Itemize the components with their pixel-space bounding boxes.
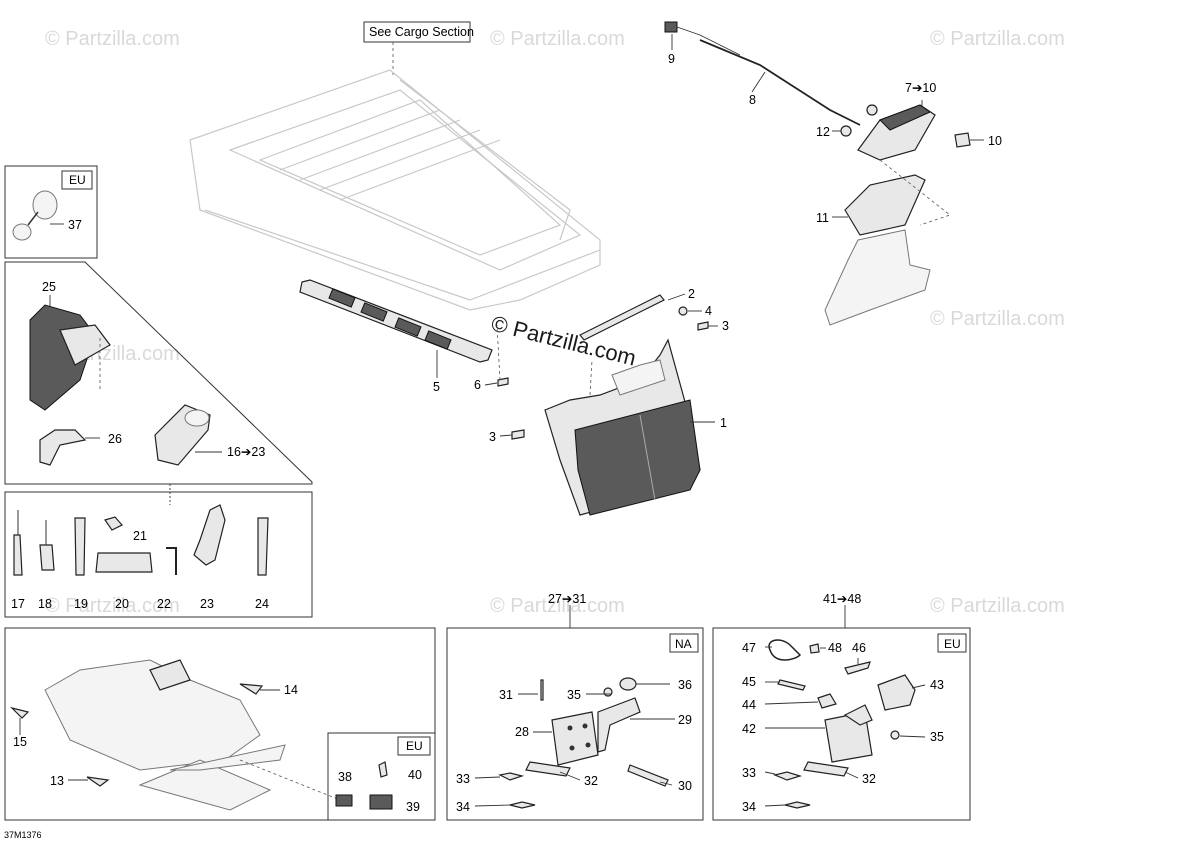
part-label-25: 25 [42, 280, 56, 294]
part-label-6: 6 [474, 378, 481, 392]
part-label-33: 33 [456, 772, 470, 786]
part-label-22: 22 [157, 597, 171, 611]
region-tag-na: NA [675, 637, 692, 651]
part-label-27-31: 27➔31 [548, 592, 586, 606]
part-label-10: 10 [988, 134, 1002, 148]
part-3-screw-left [499, 429, 525, 440]
part-labels: 1 2 3 3 4 5 6 7➔10 8 9 10 11 12 13 14 15… [11, 52, 1002, 814]
region-tag-eu: EU [944, 637, 961, 651]
part-6-screw [484, 324, 509, 387]
part-label-31: 31 [499, 688, 513, 702]
panel-tools [4, 484, 313, 618]
part-label-19: 19 [74, 597, 88, 611]
part-label-23: 23 [200, 597, 214, 611]
panel-eu-plate-bracket: EU [712, 605, 971, 821]
part-label-32: 32 [862, 772, 876, 786]
part-label-35: 35 [567, 688, 581, 702]
part-label-43: 43 [930, 678, 944, 692]
part-label-5: 5 [433, 380, 440, 394]
part-label-3: 3 [722, 319, 729, 333]
part-label-45: 45 [742, 675, 756, 689]
part-label-48: 48 [828, 641, 842, 655]
part-label-7-10: 7➔10 [905, 81, 936, 95]
part-label-9: 9 [668, 52, 675, 66]
part-label-40: 40 [408, 768, 422, 782]
part-10-bulb [954, 132, 984, 148]
part-label-42: 42 [742, 722, 756, 736]
part-label-41-48: 41➔48 [823, 592, 861, 606]
see-cargo-callout: See Cargo Section [363, 21, 474, 78]
part-label-26: 26 [108, 432, 122, 446]
part-label-35: 35 [930, 730, 944, 744]
part-label-47: 47 [742, 641, 756, 655]
part-label-34: 34 [456, 800, 470, 814]
cargo-rack-illustration [189, 69, 601, 311]
watermark: © Partzilla.com [490, 595, 625, 617]
part-label-33: 33 [742, 766, 756, 780]
part-label-37: 37 [68, 218, 82, 232]
part-label-21: 21 [133, 529, 147, 543]
see-cargo-label: See Cargo Section [369, 25, 474, 39]
watermark: © Partzilla.com [930, 28, 1065, 50]
part-4-washer [678, 306, 702, 316]
watermark: © Partzilla.com [45, 595, 180, 617]
part-2-strip [579, 293, 686, 341]
part-label-39: 39 [406, 800, 420, 814]
part-label-28: 28 [515, 725, 529, 739]
part-label-14: 14 [284, 683, 298, 697]
part-label-15: 15 [13, 735, 27, 749]
part-label-36: 36 [678, 678, 692, 692]
part-label-17: 17 [11, 597, 25, 611]
part-label-3: 3 [489, 430, 496, 444]
part-label-32: 32 [584, 774, 598, 788]
region-tag-eu: EU [406, 739, 423, 753]
part-label-12: 12 [816, 125, 830, 139]
part-label-13: 13 [50, 774, 64, 788]
part-label-4: 4 [705, 304, 712, 318]
panel-tool-bag [4, 261, 313, 485]
part-5-rail [299, 279, 493, 378]
watermark: © Partzilla.com [930, 308, 1065, 330]
part-3-screw-top [697, 321, 718, 331]
panel-snowmobile-reflectors: EU [4, 627, 436, 821]
region-tag-eu: EU [69, 173, 86, 187]
part-label-11: 11 [816, 211, 829, 225]
part-label-29: 29 [678, 713, 692, 727]
part-8-wire [699, 39, 861, 126]
part-label-30: 30 [678, 779, 692, 793]
part-label-18: 18 [38, 597, 52, 611]
part-label-8: 8 [749, 93, 756, 107]
part-label-38: 38 [338, 770, 352, 784]
part-label-46: 46 [852, 641, 866, 655]
drawing-code: 37M1376 [4, 830, 42, 840]
part-label-2: 2 [688, 287, 695, 301]
part-label-44: 44 [742, 698, 756, 712]
panel-na-plate-bracket: NA [446, 605, 704, 821]
part-label-20: 20 [115, 597, 129, 611]
part-1-flap [544, 338, 715, 516]
part-9-connector [664, 21, 741, 56]
panel-eu-mirror: EU [4, 165, 98, 259]
watermark: © Partzilla.com [45, 28, 180, 50]
part-11-housing [824, 159, 951, 326]
part-12-grommet [832, 104, 878, 137]
watermark: © Partzilla.com [930, 595, 1065, 617]
watermark: © Partzilla.com [490, 28, 625, 50]
part-label-1: 1 [720, 416, 727, 430]
part-label-16-23: 16➔23 [227, 445, 265, 459]
part-label-34: 34 [742, 800, 756, 814]
part-label-24: 24 [255, 597, 269, 611]
